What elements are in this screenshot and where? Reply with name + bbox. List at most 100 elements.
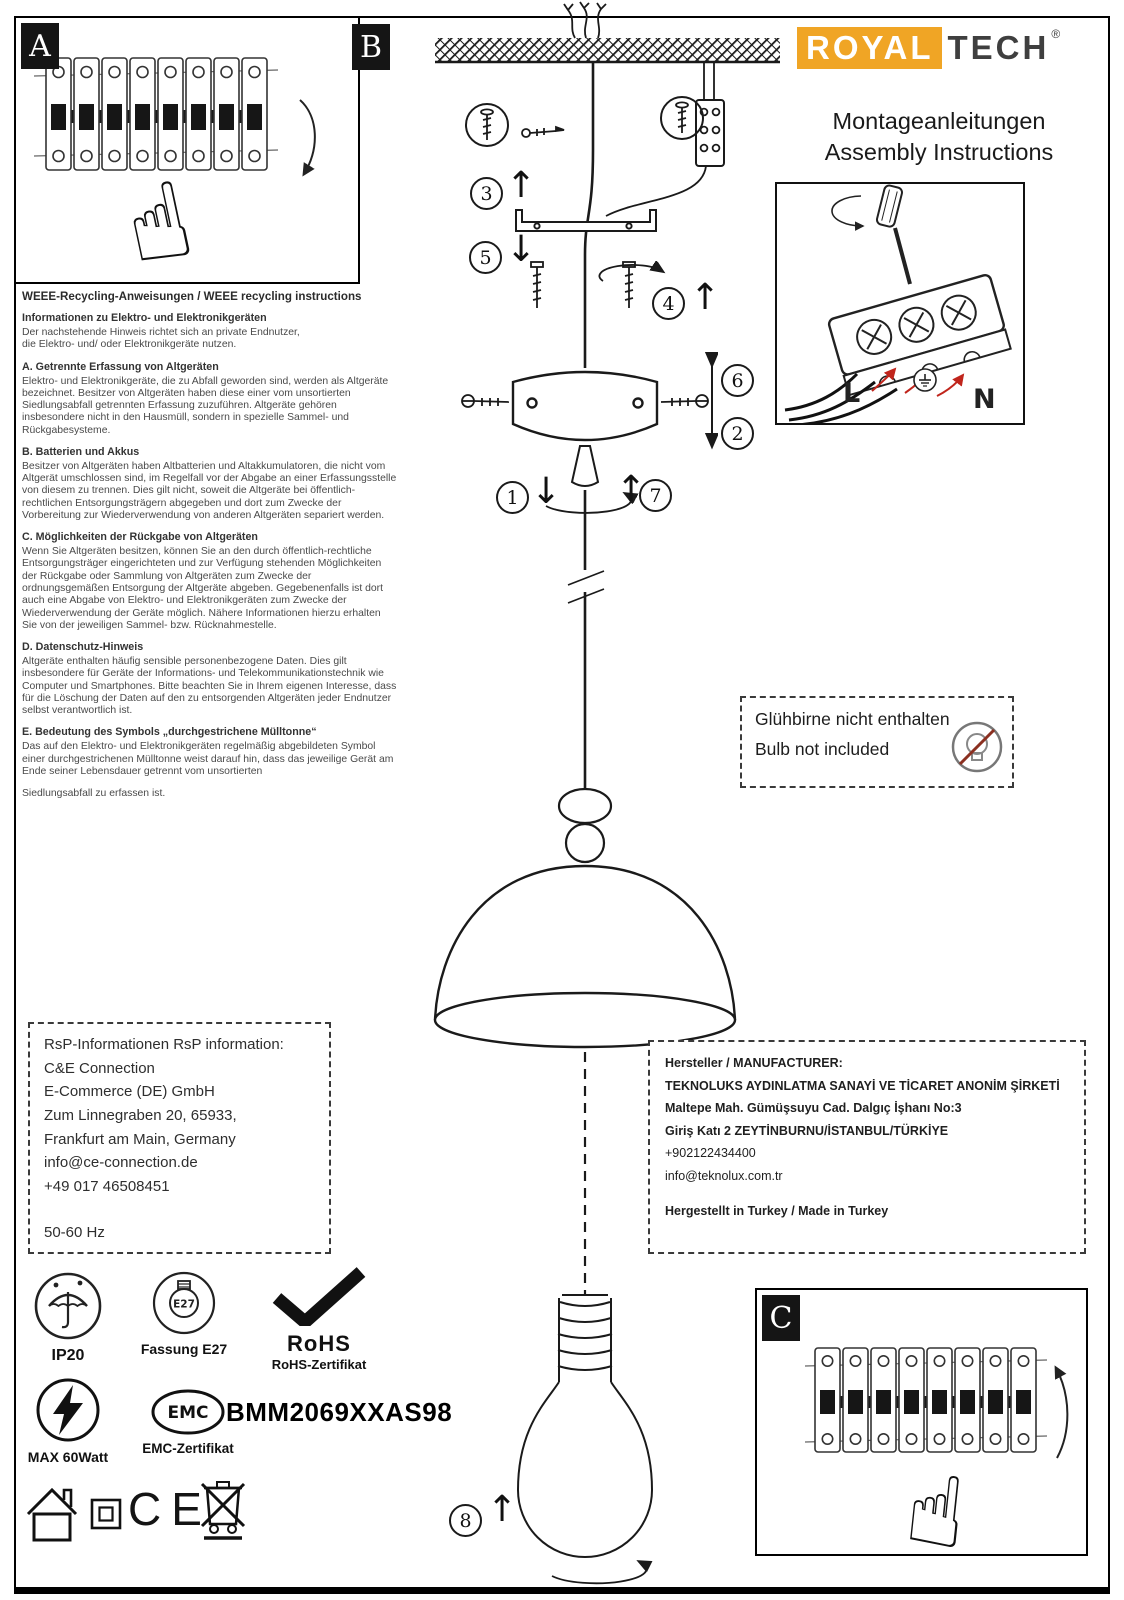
ip20-label: IP20 [51,1347,85,1364]
pendant-cord-upper [583,62,595,368]
title-de: Montageanleitungen [832,108,1046,134]
step-5-arrow-down-icon: ↓ [506,229,537,270]
step-8-arrow-up-icon: ↑ [487,1489,518,1530]
step-1-arrow-down-icon: ↓ [531,471,562,512]
rsp-line-city: Frankfurt am Main, Germany [44,1130,236,1148]
panel-a-label: A [21,23,59,69]
manufacturer-email: info@teknolux.com.tr [665,1168,783,1183]
house-icon [26,1487,78,1542]
bracket-screws [530,261,636,308]
weee-body-d: Altgeräte enthalten häufig sensible pers… [22,656,397,717]
rohs-subtitle: RoHS-Zertifikat [271,1357,367,1372]
ceiling-hatch [435,38,780,62]
breaker-illustration-a: ☝ [33,57,316,290]
panel-b-label: B [352,24,390,70]
rsp-line-phone: +49 017 46508451 [44,1178,170,1196]
terminal-label-live: L [843,378,860,409]
emc-oval-icon: EMC [151,1389,225,1435]
wiring-detail-illustration: L N [784,184,1012,427]
emc-block: EMC EMC-Zertifikat [134,1388,242,1456]
step-3-badge: 3 [470,177,503,210]
manufacturer-address-1: Maltepe Mah. Gümüşsuyu Cad. Dalgıç İşhan… [665,1101,962,1115]
breaker-illustration-c: ☝ [804,1347,1069,1572]
rsp-title: RsP-Informationen RsP information: [44,1036,284,1053]
panel-c: C ☝ [755,1288,1088,1572]
weee-heading-info: Informationen zu Elektro- und Elektronik… [22,312,267,324]
model-number: BMM2069XXAS98 [226,1397,453,1427]
weee-body-c: Wenn Sie Altgeräten besitzen, können Sie… [22,546,384,631]
step-7-arrow-up-icon: ↑ [616,469,647,510]
step-7-badge: 7 [639,479,672,512]
e27-bulb-icon: E27 [152,1271,216,1335]
rotate-arrow-mid [545,494,631,514]
weee-title: WEEE-Recycling-Anweisungen / WEEE recycl… [22,290,362,303]
emc-text: EMC [167,1403,208,1423]
rsp-frequency: 50-60 Hz [44,1223,105,1241]
manufacturer-title: Hersteller / MANUFACTURER: [665,1056,843,1070]
ip20-block: IP20 [28,1270,108,1365]
weee-footer: Siedlungsabfall zu erfassen ist. [22,788,166,800]
step-4-arrow-up-icon: ↑ [690,277,721,318]
bulb-notice-box: Glühbirne nicht enthalten Bulb not inclu… [740,696,1014,788]
weee-body-info: Der nachstehende Hinweis richtet sich an… [22,327,300,351]
bulb-notice-en: Bulb not included [755,739,890,759]
no-bulb-icon [951,721,1003,773]
manufacturer-phone: +902122434400 [665,1146,756,1160]
rsp-line-entity: E-Commerce (DE) GmbH [44,1083,215,1101]
document-title: Montageanleitungen Assembly Instructions [778,106,1100,167]
earth-symbol-icon [913,368,937,392]
weee-body-e: Das auf den Elektro- und Elektronikgerät… [22,741,394,777]
made-in-line: Hergestellt in Turkey / Made in Turkey [665,1204,889,1218]
screwdriver-icon [831,184,912,285]
screw-anchor-callout-left [465,103,565,147]
terminal-block [605,62,725,217]
weee-bin-icon [200,1481,246,1540]
rsp-info-box: RsP-Informationen RsP information: C&E C… [28,1022,331,1254]
turn-arrow-a [299,99,316,177]
weee-heading-d: D. Datenschutz-Hinweis [22,641,144,654]
dome-shade [433,864,737,1049]
weee-heading-e: E. Bedeutung des Symbols „durchgestriche… [22,726,317,739]
light-bulb-drawing [516,1294,654,1558]
lamp-holder [557,787,613,864]
emc-label: EMC-Zertifikat [142,1441,234,1456]
weee-body-a: Elektro- und Elektronikgeräte, die zu Ab… [22,375,389,436]
terminal-label-neutral: N [973,384,996,415]
breaker-toggles [51,104,262,130]
rotate-arrow-bulb [551,1562,647,1585]
socket-block: E27 Fassung E27 [138,1270,230,1357]
mounting-bracket [515,209,657,232]
lightning-icon [36,1378,100,1442]
socket-label: Fassung E27 [140,1341,228,1357]
canopy [511,370,659,442]
assembly-diagram [433,1,780,1585]
rsp-line-email: info@ce-connection.de [44,1154,198,1172]
brand-royal: ROYAL [797,27,943,69]
weee-body-b: Besitzer von Altgeräten haben Altbatteri… [22,460,397,521]
title-en: Assembly Instructions [824,138,1054,165]
manufacturer-name: TEKNOLUKS AYDINLATMA SANAYİ VE TİCARET A… [665,1078,1060,1093]
page-frame [14,16,1110,1594]
panel-a: A ☝ [14,16,360,290]
ceiling-wires [563,1,607,39]
e27-text: E27 [173,1299,195,1311]
wiring-detail-box: L N [775,182,1025,427]
step-4-badge: 4 [652,287,685,320]
pointing-hand-icon-c: ☝ [900,1453,971,1554]
bulb-notice-de: Glühbirne nicht enthalten [755,709,950,729]
weee-section: WEEE-Recycling-Anweisungen / WEEE recycl… [22,290,398,800]
strain-relief [570,445,600,487]
ip20-umbrella-icon [34,1272,102,1340]
max-watt-label: MAX 60Watt [27,1449,109,1465]
step-3-arrow-up-icon: ↑ [506,165,537,206]
weee-heading-c: C. Möglichkeiten der Rückgabe von Altger… [22,531,258,544]
step-2-badge: 2 [721,417,754,450]
canopy-screws [461,394,709,408]
rotate-arrow-top [598,265,662,282]
step-8-badge: 8 [449,1504,482,1537]
weee-heading-a: A. Getrennte Erfassung von Altgeräten [22,360,219,373]
breaker-toggles-c [820,1390,1031,1414]
step-1-badge: 1 [496,481,529,514]
brand-tech: TECH [947,29,1050,66]
max-watt-block: MAX 60Watt [24,1376,112,1465]
